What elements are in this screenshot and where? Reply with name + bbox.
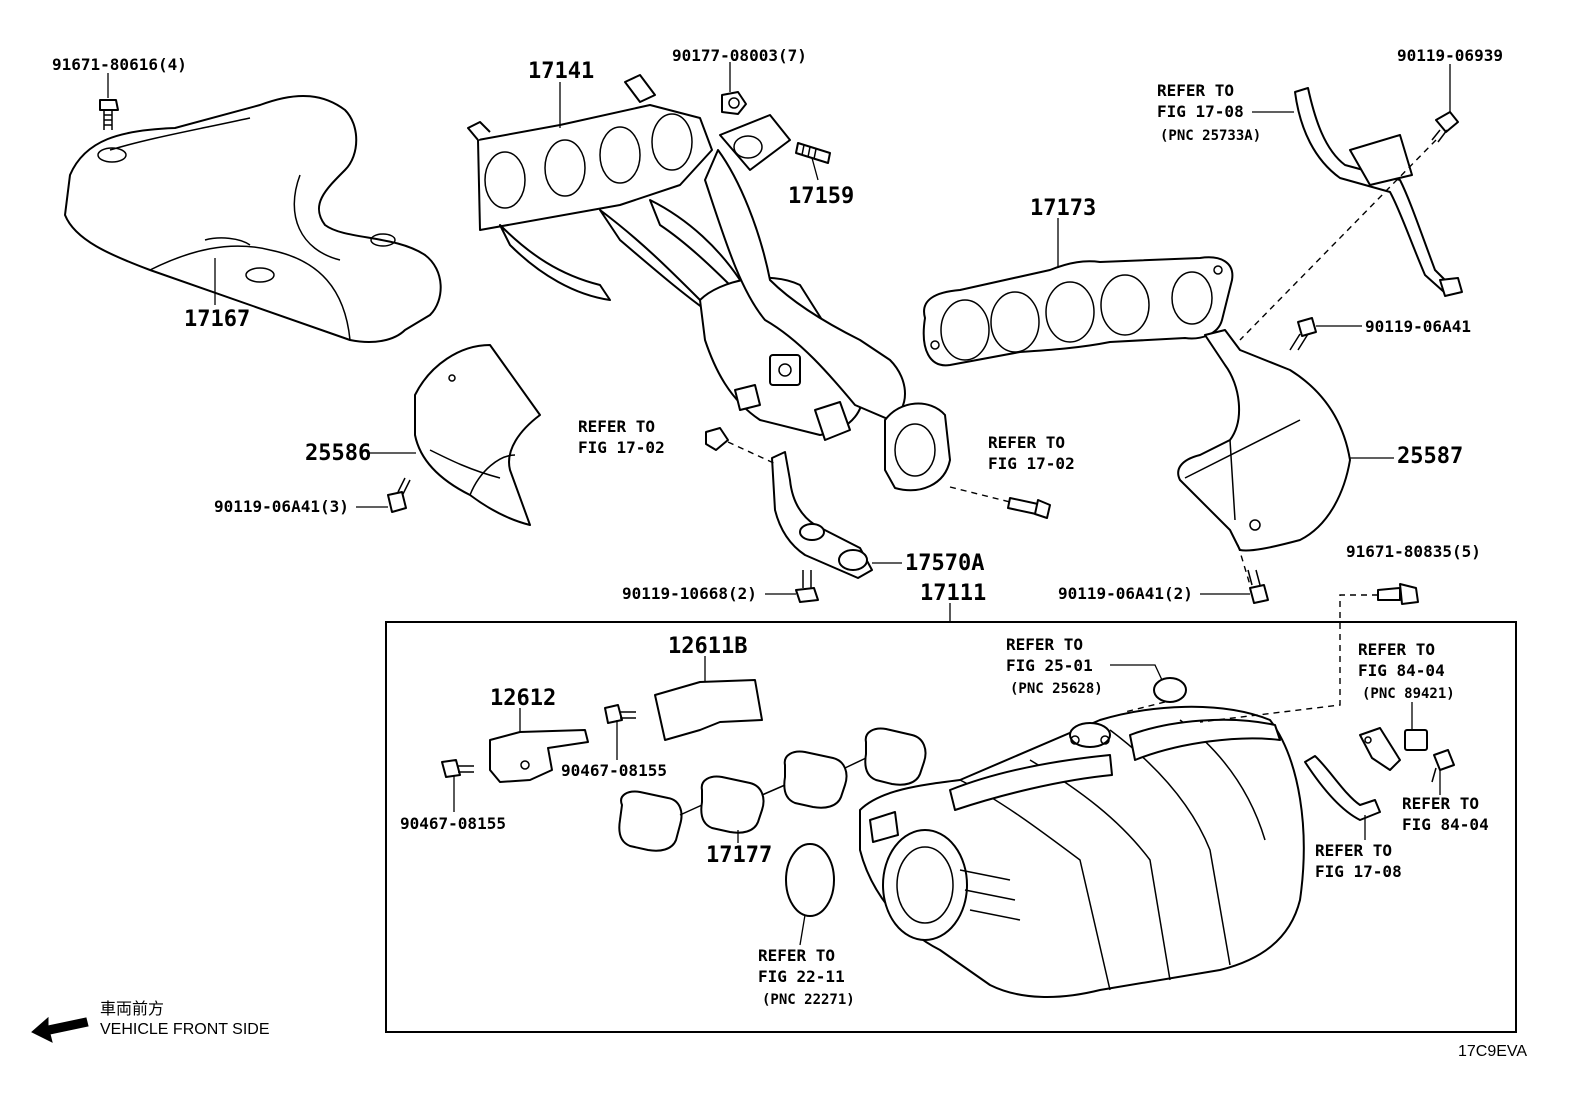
nut-refer-17-02 <box>705 427 729 451</box>
cover-12611B <box>654 679 763 741</box>
exhaust-manifold-17141 <box>467 74 951 492</box>
label-90467-08155-b: 90467-08155 <box>400 814 506 833</box>
label-17167: 17167 <box>184 307 250 332</box>
label-91671-80616: 91671-80616(4) <box>52 55 187 74</box>
leader-25628 <box>1110 664 1163 681</box>
label-refer-25-01-3: (PNC 25628) <box>1010 681 1103 697</box>
label-refer-22-11-3: (PNC 22271) <box>762 992 855 1008</box>
dashed-line-17-02-right <box>949 486 1011 503</box>
label-refer-22-11-1: REFER TO <box>758 946 835 965</box>
bolt-90119-10668 <box>795 570 819 603</box>
label-90119-10668: 90119-10668(2) <box>622 584 757 603</box>
label-17159: 17159 <box>788 184 854 209</box>
bolt-90119-06A41-2 <box>1247 569 1269 604</box>
label-refer-17-08-top-2: FIG 17-08 <box>1157 102 1244 121</box>
intake-manifold-17111 <box>859 705 1305 998</box>
diagram-code: 17C9EVA <box>1458 1043 1527 1060</box>
dashed-line-manifold-bolt <box>1199 594 1378 723</box>
bolt-91671-80835 <box>1377 583 1419 605</box>
label-17570A: 17570A <box>905 551 984 576</box>
label-refer-84-04-top-1: REFER TO <box>1358 640 1435 659</box>
label-refer-17-02-a-2: FIG 17-02 <box>578 438 665 457</box>
label-refer-84-04-bot-2: FIG 84-04 <box>1402 815 1489 834</box>
dashed-line-o-ring <box>1124 701 1166 713</box>
sensor-89421 <box>1359 727 1428 771</box>
leader-17159 <box>811 157 819 181</box>
label-refer-84-04-top-3: (PNC 89421) <box>1362 686 1455 702</box>
intake-manifold-box <box>385 621 1517 1033</box>
label-90119-06A41-3: 90119-06A41(3) <box>214 497 349 516</box>
label-91671-80835: 91671-80835(5) <box>1346 542 1481 561</box>
nut-90177-08003 <box>721 91 747 115</box>
label-refer-17-02-b-1: REFER TO <box>988 433 1065 452</box>
cover-12612 <box>489 729 589 783</box>
vehicle-front-label-en: VEHICLE FRONT SIDE <box>100 1021 270 1038</box>
bolt-84-04 <box>1431 749 1455 783</box>
label-90177-08003: 90177-08003(7) <box>672 46 807 65</box>
bolt-91671-80616 <box>99 99 119 130</box>
label-refer-17-08-bot-1: REFER TO <box>1315 841 1392 860</box>
gasket-17177 <box>618 727 927 852</box>
heat-insulator-17167 <box>64 94 442 343</box>
vehicle-front-label-jp: 車両前方 <box>100 1000 164 1018</box>
label-refer-84-04-top-2: FIG 84-04 <box>1358 661 1445 680</box>
label-25586: 25586 <box>305 441 371 466</box>
hose-17-08 <box>1304 755 1381 821</box>
label-17141: 17141 <box>528 59 594 84</box>
label-refer-25-01-2: FIG 25-01 <box>1006 656 1093 675</box>
label-refer-17-02-b-2: FIG 17-02 <box>988 454 1075 473</box>
bracket-17570A <box>771 451 873 579</box>
leader-22-11 <box>799 914 806 946</box>
label-90467-08155-a: 90467-08155 <box>561 761 667 780</box>
vehicle-front-arrow-icon <box>31 1016 89 1043</box>
label-refer-22-11-2: FIG 22-11 <box>758 967 845 986</box>
gasket-17173 <box>922 256 1234 367</box>
label-90119-06A41-2: 90119-06A41(2) <box>1058 584 1193 603</box>
bolt-90119-06939 <box>1431 111 1459 143</box>
heat-insulator-25586 <box>414 344 541 526</box>
stud-17159 <box>795 142 831 164</box>
label-90119-06939: 90119-06939 <box>1397 46 1503 65</box>
bolt-refer-17-02 <box>1007 497 1051 519</box>
o-ring-22271 <box>785 843 835 917</box>
heat-insulator-25587 <box>1177 329 1351 552</box>
bolt-90119-06A41-3 <box>387 477 411 513</box>
dashed-line-pipe <box>1239 139 1437 341</box>
label-90119-06A41-right: 90119-06A41 <box>1365 317 1471 336</box>
o-ring-25628 <box>1153 677 1187 703</box>
bolt-90119-06A41-right <box>1289 317 1317 351</box>
label-25587: 25587 <box>1397 444 1463 469</box>
label-12612: 12612 <box>490 686 556 711</box>
label-refer-17-02-a-1: REFER TO <box>578 417 655 436</box>
dashed-line-25587-bolt <box>1237 544 1251 586</box>
label-17177: 17177 <box>706 843 772 868</box>
bolt-90467-08155-a <box>604 704 636 724</box>
pipe-25733A <box>1294 87 1463 297</box>
label-refer-84-04-bot-1: REFER TO <box>1402 794 1479 813</box>
label-17173: 17173 <box>1030 196 1096 221</box>
label-12611B: 12611B <box>668 634 747 659</box>
label-17111: 17111 <box>920 581 986 606</box>
label-refer-17-08-bot-2: FIG 17-08 <box>1315 862 1402 881</box>
label-refer-17-08-top-3: (PNC 25733A) <box>1160 128 1261 144</box>
label-refer-25-01-1: REFER TO <box>1006 635 1083 654</box>
dashed-line-17-02-left <box>727 441 779 466</box>
bolt-90467-08155-b <box>441 759 474 778</box>
label-refer-17-08-top-1: REFER TO <box>1157 81 1234 100</box>
